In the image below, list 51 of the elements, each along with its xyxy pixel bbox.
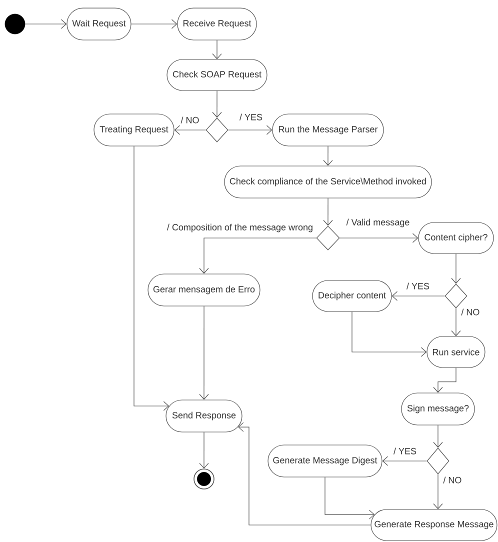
start-dot [4,14,26,34]
action-box: Send Response [166,400,242,432]
arrow [228,125,272,135]
arrow [433,425,443,448]
arrow [433,474,443,510]
action-box: Run the Message Parser [272,114,384,146]
decision-diamond [316,226,340,250]
action-box: Decipher content [312,280,392,312]
action-box: Gerar mensagem de Erro [148,274,260,306]
edge-label: / YES [238,112,264,122]
action-box: Sign message? [401,392,475,426]
arrow [212,40,222,60]
arrow [433,368,456,393]
arrow [451,254,461,284]
arrow [24,19,67,29]
arrow [238,422,371,526]
arrow [382,456,427,466]
decision-diamond [426,448,450,474]
action-box: Check compliance of the Service\Method invoked [224,166,432,198]
action-box: Wait Request [66,8,132,40]
arrow [340,233,418,243]
arrow [199,432,209,469]
edge-label: / Composition of the message wrong [166,222,314,234]
end-bullseye [194,468,214,490]
arrow [131,19,178,29]
arrow [199,306,209,400]
decision-diamond [206,118,228,142]
arrow [174,125,206,135]
action-box: Check SOAP Request [166,59,268,91]
edge-label: / YES [405,282,430,290]
arrow [134,146,170,411]
arrow [323,198,333,226]
edge-label: / YES [392,446,418,456]
arrow [324,477,375,520]
arrow [451,308,461,336]
action-box: Content cipher? [418,222,494,254]
action-box: Treating Request [94,114,174,146]
arrow [323,146,333,166]
edge-label: / NO [180,116,200,124]
edge-label: / NO [442,476,463,484]
arrow [392,291,445,301]
action-box: Generate Response Message [370,509,498,541]
action-box: Run service [426,336,486,368]
action-box: Generate Message Digest [268,444,382,478]
edge-label: / NO [460,308,481,316]
decision-diamond [444,284,468,308]
edge-label: / Valid message [345,218,411,228]
arrow [352,312,427,357]
arrow [212,90,222,118]
arrow [199,238,316,274]
action-box: Receive Request [177,8,257,40]
